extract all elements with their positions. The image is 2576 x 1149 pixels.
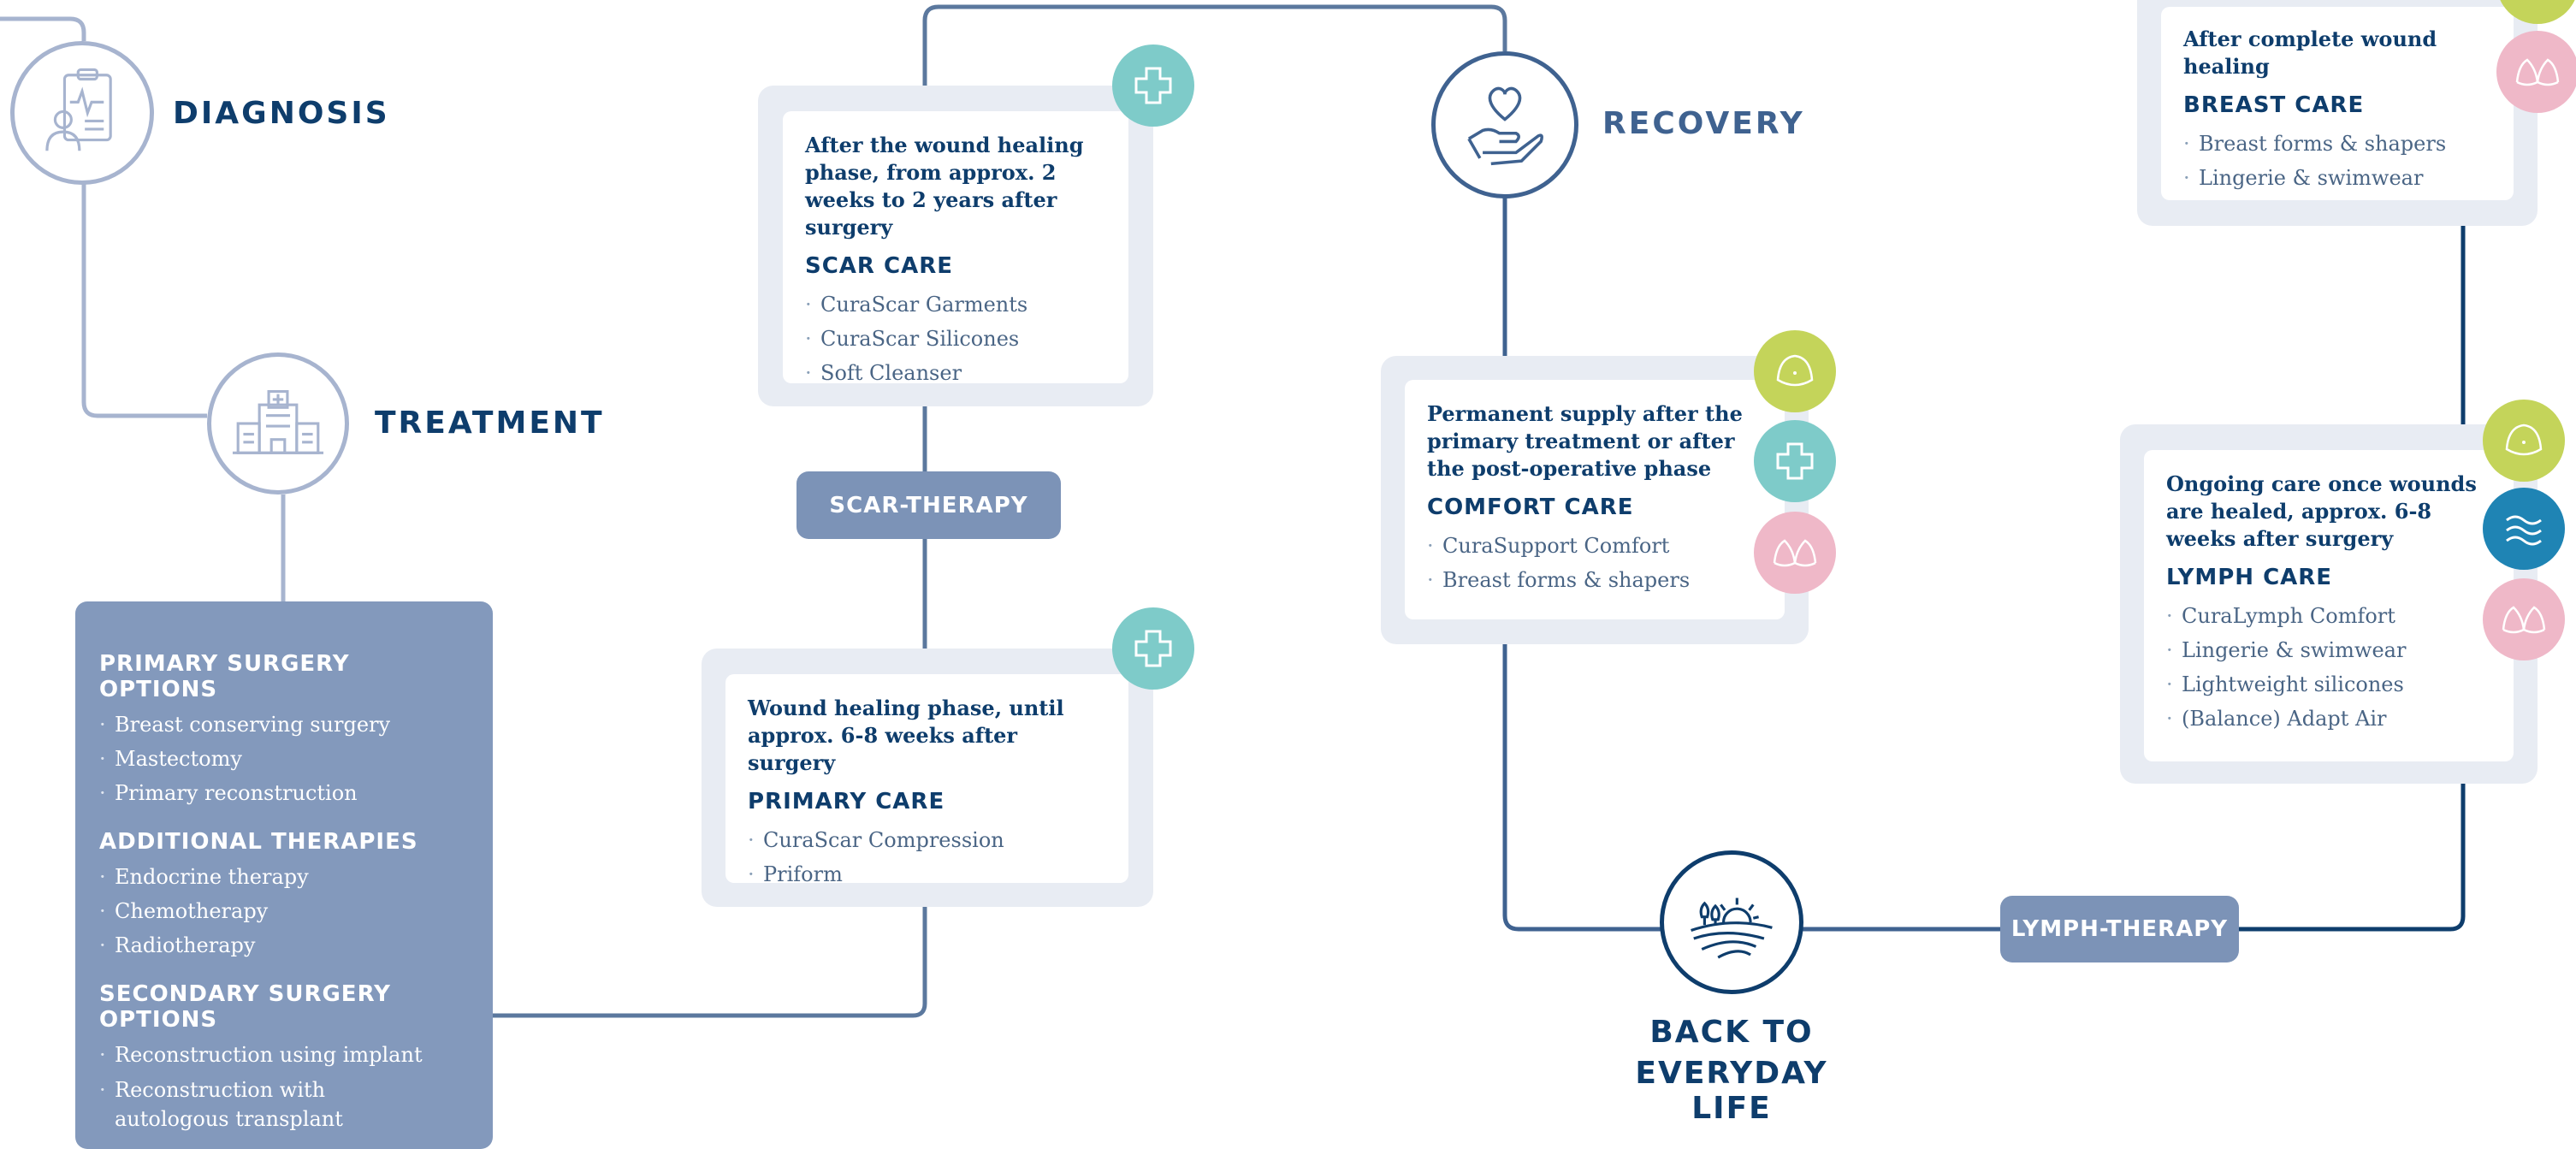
everyday-label-line2: EVERYDAY LIFE	[1635, 1056, 1828, 1126]
list-item: Soft Cleanser	[805, 356, 1106, 390]
breast-care-heading: BREAST CARE	[2183, 92, 2365, 118]
lymph-care-items: CuraLymph Comfort Lingerie & swimwear Li…	[2166, 599, 2491, 736]
secondary-surgery-list: Reconstruction using implant Reconstruct…	[99, 1038, 469, 1134]
list-item: Primary reconstruction	[99, 776, 469, 810]
recovery-label: RECOVERY	[1602, 106, 1805, 141]
breast-form-icon	[2496, 0, 2576, 24]
breast-care-items: Breast forms & shapers Lingerie & swimwe…	[2183, 127, 2491, 195]
treatment-icon-circle	[207, 352, 349, 495]
list-item: Reconstruction with autologous transplan…	[99, 1075, 440, 1134]
scar-care-content: After the wound healing phase, from appr…	[783, 111, 1128, 390]
cross-icon	[1112, 44, 1194, 127]
secondary-surgery-title: SECONDARY SURGERY OPTIONS	[99, 981, 391, 1033]
primary-surgery-title: PRIMARY SURGERY OPTIONS	[99, 651, 350, 702]
additional-therapies-list: Endocrine therapy Chemotherapy Radiother…	[99, 860, 469, 962]
primary-care-heading: PRIMARY CARE	[748, 789, 945, 814]
scar-care-heading: SCAR CARE	[805, 253, 953, 279]
primary-care-items: CuraScar Compression Priform	[748, 823, 1106, 891]
cross-icon	[1112, 607, 1194, 690]
lymph-care-heading: LYMPH CARE	[2166, 565, 2333, 590]
recovery-icon-circle	[1431, 51, 1578, 198]
breast-care-intro: After complete wound healing	[2183, 27, 2437, 79]
list-item: Lightweight silicones	[2166, 667, 2491, 702]
comfort-care-intro: Permanent supply after the primary treat…	[1427, 401, 1743, 481]
list-item: Radiotherapy	[99, 928, 469, 962]
list-item: CuraSupport Comfort	[1427, 529, 1762, 563]
comfort-care-heading: COMFORT CARE	[1427, 495, 1634, 520]
primary-care-content: Wound healing phase, until approx. 6-8 w…	[725, 674, 1128, 891]
everyday-label-line1: BACK TO	[1649, 1015, 1814, 1050]
hospital-icon	[232, 390, 324, 454]
bra-icon	[2496, 31, 2576, 113]
primary-surgery-list: Breast conserving surgery Mastectomy Pri…	[99, 708, 469, 810]
lymph-care-content: Ongoing care once wounds are healed, app…	[2144, 450, 2514, 761]
list-item: Mastectomy	[99, 742, 469, 776]
list-item: CuraScar Garments	[805, 287, 1106, 322]
list-item: Lingerie & swimwear	[2166, 633, 2491, 667]
cross-icon	[1754, 420, 1836, 502]
list-item: Breast forms & shapers	[1427, 563, 1762, 597]
bra-icon	[1754, 512, 1836, 594]
breast-form-icon	[1754, 330, 1836, 412]
lymph-care-intro: Ongoing care once wounds are healed, app…	[2166, 471, 2477, 551]
lymph-therapy-pill: LYMPH-THERAPY	[2000, 896, 2239, 962]
list-item: CuraScar Silicones	[805, 322, 1106, 356]
comfort-care-items: CuraSupport Comfort Breast forms & shape…	[1427, 529, 1762, 597]
additional-therapies-title: ADDITIONAL THERAPIES	[99, 829, 418, 855]
list-item: CuraScar Compression	[748, 823, 1106, 857]
breast-care-content: After complete wound healing BREAST CARE…	[2161, 7, 2514, 200]
list-item: (Balance) Adapt Air	[2166, 702, 2491, 736]
sunrise-landscape-icon	[1691, 897, 1773, 959]
list-item: CuraLymph Comfort	[2166, 599, 2491, 633]
bra-icon	[2483, 578, 2565, 660]
heart-in-hand-icon	[1467, 86, 1543, 166]
breast-form-icon	[2483, 400, 2565, 482]
primary-care-intro: Wound healing phase, until approx. 6-8 w…	[748, 696, 1064, 775]
list-item: Reconstruction using implant	[99, 1038, 469, 1072]
list-item: Endocrine therapy	[99, 860, 469, 894]
list-item: Priform	[748, 857, 1106, 891]
clipboard-doctor-icon	[45, 68, 112, 151]
list-item: Breast conserving surgery	[99, 708, 469, 742]
treatment-options-box: PRIMARY SURGERY OPTIONS Breast conservin…	[75, 601, 493, 1149]
waves-icon	[2483, 488, 2565, 570]
list-item: Chemotherapy	[99, 894, 469, 928]
scar-therapy-pill: SCAR-THERAPY	[796, 471, 1061, 539]
treatment-label: TREATMENT	[375, 406, 605, 441]
list-item: Lingerie & swimwear	[2183, 161, 2491, 195]
scar-care-items: CuraScar Garments CuraScar Silicones Sof…	[805, 287, 1106, 390]
everyday-icon-circle	[1660, 850, 1803, 994]
scar-care-intro: After the wound healing phase, from appr…	[805, 133, 1084, 240]
list-item: Breast forms & shapers	[2183, 127, 2491, 161]
diagnosis-icon-circle	[10, 41, 154, 185]
comfort-care-content: Permanent supply after the primary treat…	[1405, 380, 1785, 619]
diagnosis-label: DIAGNOSIS	[173, 96, 390, 131]
